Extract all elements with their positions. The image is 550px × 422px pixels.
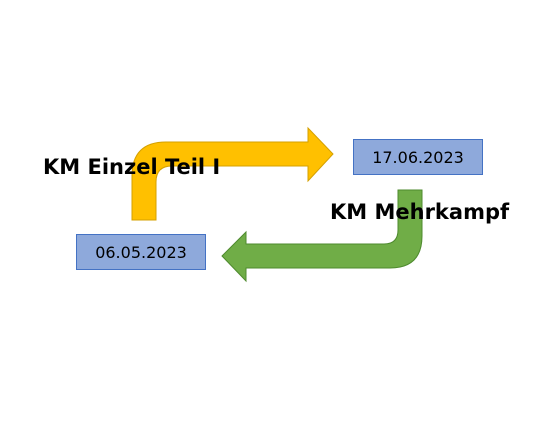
date-box-left: 06.05.2023 (76, 234, 206, 270)
label-km-einzel: KM Einzel Teil I (43, 155, 221, 179)
date-left-text: 06.05.2023 (95, 242, 187, 262)
arrow-bottom-green (221, 189, 423, 283)
arrow-top-yellow (131, 126, 334, 221)
date-box-right: 17.06.2023 (353, 139, 483, 175)
label-km-mehrkampf: KM Mehrkampf (330, 200, 510, 224)
date-right-text: 17.06.2023 (372, 147, 464, 167)
